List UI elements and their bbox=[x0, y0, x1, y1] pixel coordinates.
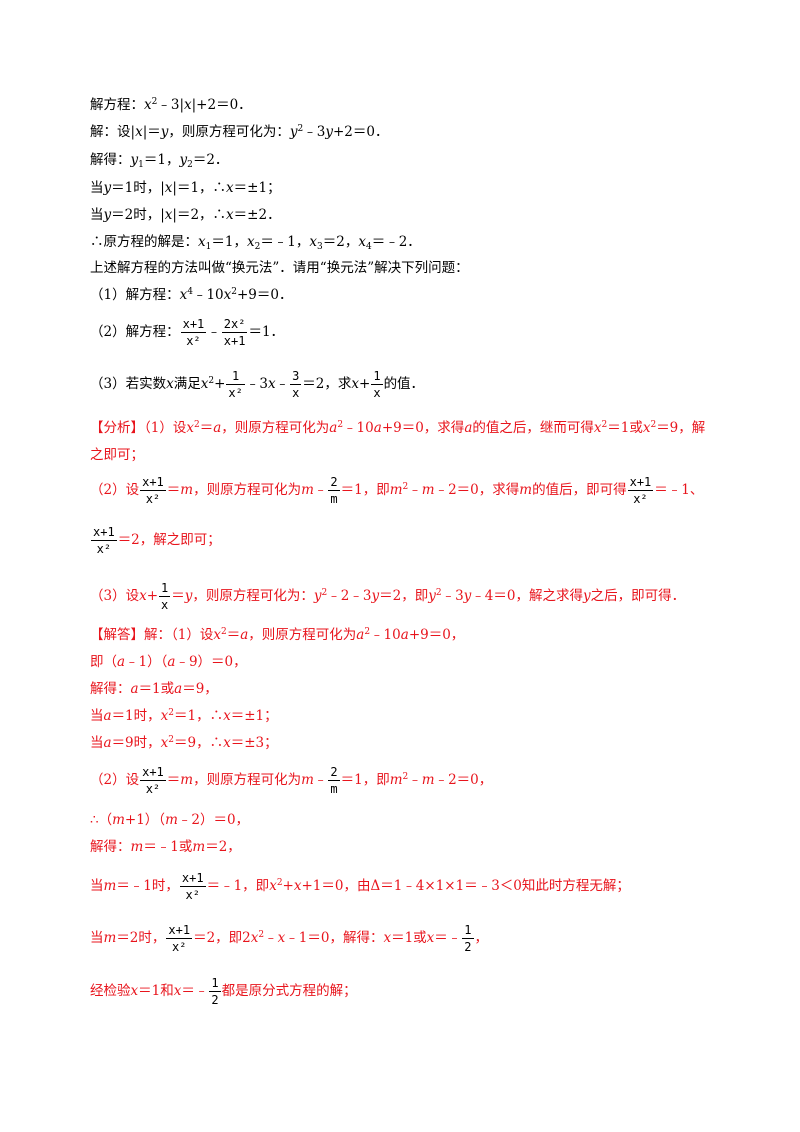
example-roots: 解得：y1＝1，y2＝2． bbox=[90, 152, 229, 170]
answer-line-3: 解得：a＝1或a＝9， bbox=[90, 681, 218, 697]
answer-line-8: 解得：m＝﹣1或m＝2， bbox=[90, 839, 241, 855]
example-conclusion: ∴原方程的解是：x1＝1，x2＝﹣1，x3＝2，x4＝﹣2． bbox=[90, 234, 421, 252]
answer-line-1: 【解答】解：（1）设x2＝a，则原方程可化为a2﹣10a+9＝0， bbox=[90, 627, 465, 643]
analysis-line-1b: 之即可； bbox=[90, 447, 144, 463]
answer-line-4: 当a＝1时，x2＝1，∴x＝±1； bbox=[90, 708, 278, 724]
analysis-line-1: 【分析】（1）设x2＝a，则原方程可化为a2﹣10a+9＝0，求得a的值之后，继… bbox=[90, 420, 706, 436]
analysis-label: 【分析】 bbox=[90, 420, 144, 436]
answer-label: 【解答】 bbox=[90, 627, 144, 643]
answer-line-5: 当a＝9时，x2＝9，∴x＝±3； bbox=[90, 735, 278, 751]
example-solution-intro: 解：设|x|＝y，则原方程可化为：y2﹣3y+2＝0． bbox=[90, 124, 389, 140]
example-case-2: 当y＝2时，|x|＝2，∴x＝±2． bbox=[90, 207, 281, 223]
question-1: （1）解方程：x4﹣10x2+9＝0． bbox=[90, 287, 293, 303]
example-case-1: 当y＝1时，|x|＝1，∴x＝±1； bbox=[90, 180, 281, 196]
example-problem: 解方程：x2﹣3|x|+2＝0． bbox=[90, 97, 252, 113]
method-statement: 上述解方程的方法叫做“换元法”．请用“换元法”解决下列问题： bbox=[90, 260, 469, 276]
answer-line-2: 即（a﹣1）（a﹣9）＝0， bbox=[90, 654, 247, 670]
answer-line-7: ∴（m+1）（m﹣2）＝0， bbox=[90, 812, 250, 828]
